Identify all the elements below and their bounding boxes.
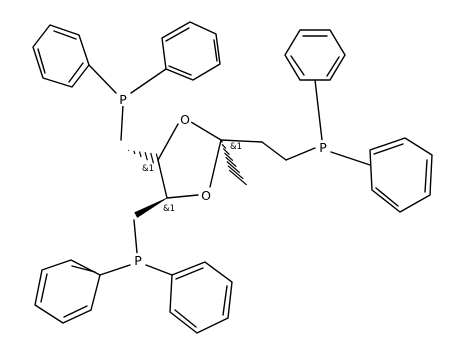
phenyl-ring-bottom-right-1 xyxy=(169,261,233,334)
p-aryl-bonds xyxy=(88,64,371,276)
svg-text:P: P xyxy=(119,92,127,107)
stereo-label-c2: &1 xyxy=(230,142,242,152)
phosphorus-atom-right: P xyxy=(316,140,330,155)
phenyl-ring-bottom-left-1 xyxy=(34,259,101,324)
svg-text:P: P xyxy=(319,140,327,155)
oxygen-atom-top: O xyxy=(178,112,192,127)
phenyl-ring-right-2 xyxy=(369,137,433,213)
hashed-bond-c4-ch2 xyxy=(127,149,161,167)
oxygen-atom-bottom: O xyxy=(199,188,213,203)
stereo-label-c4: &1 xyxy=(142,164,154,174)
svg-text:O: O xyxy=(201,188,211,203)
phenyl-ring-top-left-1 xyxy=(32,24,90,88)
wedge-bond-c5-ch2 xyxy=(134,197,168,218)
stereo-label-c5: &1 xyxy=(163,204,175,214)
phosphorus-atom-bottom: P xyxy=(131,253,145,268)
phenyl-ring-right-1 xyxy=(284,29,346,81)
phosphorus-atom-top: P xyxy=(116,92,130,107)
phenyl-ring-top-left-2 xyxy=(161,21,221,81)
svg-text:O: O xyxy=(180,112,190,127)
hashed-bond-c2-methyl xyxy=(220,139,248,186)
backbone-bonds xyxy=(120,104,316,254)
svg-text:P: P xyxy=(134,253,142,268)
